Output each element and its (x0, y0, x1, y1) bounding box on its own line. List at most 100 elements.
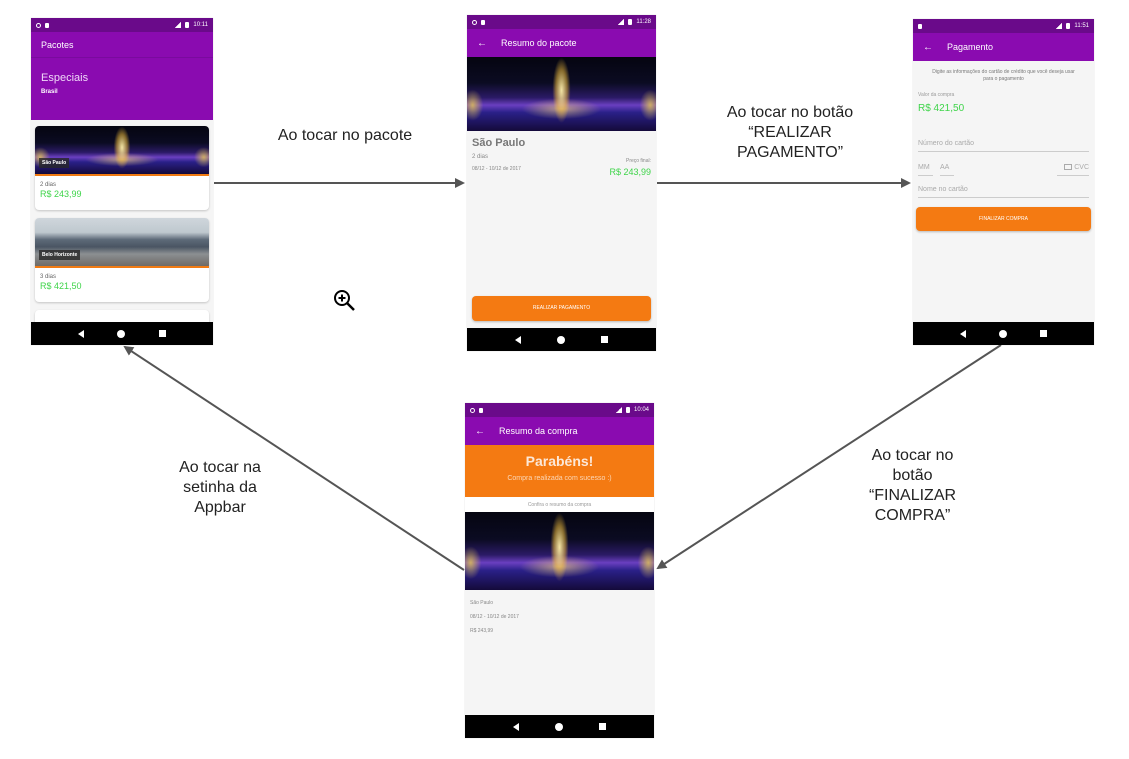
purchase-summary: São Paulo 08/12 - 10/12 de 2017 R$ 243,9… (465, 590, 654, 644)
package-price: R$ 243,99 (40, 189, 82, 199)
label-line: botão (892, 467, 933, 484)
package-price: R$ 243,99 (609, 167, 651, 177)
label-line: “REALIZAR (748, 124, 832, 141)
success-banner: Parabéns! Compra realizada com sucesso :… (465, 445, 654, 497)
label-to-resumo-compra: Ao tocar no botão “FINALIZAR COMPRA” (855, 446, 970, 526)
battery-icon (185, 22, 190, 28)
screen-pacotes: 10:11 Pacotes Especiais Brasil São Paulo… (31, 18, 213, 345)
city-mountains-image: Belo Horizonte (35, 218, 209, 268)
year-input[interactable]: AA (940, 164, 954, 176)
sd-card-status-icon (479, 407, 483, 413)
nav-back-icon[interactable] (77, 329, 84, 338)
screen-resumo-compra: 10:04 ← Resumo da compra Parabéns! Compr… (465, 403, 654, 738)
appbar-title: Resumo da compra (499, 426, 578, 436)
sd-card-status-icon (45, 22, 49, 28)
battery-icon (628, 19, 633, 25)
status-bar: 11:28 (467, 15, 656, 29)
banner-subtitle: Compra realizada com sucesso :) (507, 475, 612, 482)
status-time: 10:04 (633, 407, 649, 413)
signal-icon (175, 22, 182, 28)
nav-home-icon[interactable] (998, 329, 1007, 338)
appbar-title: Resumo do pacote (501, 38, 577, 48)
label-line: setinha da (183, 479, 257, 496)
package-card[interactable]: São Paulo 2 dias R$ 243,99 (35, 126, 209, 210)
status-bar: 10:04 (465, 403, 654, 417)
signal-icon (1056, 23, 1063, 29)
back-arrow-icon[interactable]: ← (477, 37, 487, 49)
finalizar-compra-button[interactable]: FINALIZAR COMPRA (916, 207, 1091, 231)
android-nav-bar (31, 322, 213, 345)
summary-price: R$ 243,99 (470, 628, 494, 634)
month-input[interactable]: MM (918, 164, 933, 176)
label-line: Ao tocar no botão (726, 104, 854, 121)
price-label: Preço final: (625, 158, 651, 164)
package-summary: São Paulo 2 dias 08/12 - 10/12 de 2017 P… (467, 131, 656, 178)
label-line: Appbar (194, 499, 246, 516)
android-nav-bar (467, 328, 656, 351)
screen-pagamento: 11:51 ← Pagamento Digite as informações … (913, 19, 1094, 345)
label-line: “FINALIZAR (868, 487, 957, 504)
package-card[interactable]: Belo Horizonte 3 dias R$ 421,50 (35, 218, 209, 302)
label-back-to-pacotes: Ao tocar na setinha da Appbar (160, 458, 280, 518)
amount-label: Valor da compra (918, 92, 955, 98)
appbar: ← Resumo do pacote (467, 29, 656, 57)
especiais-header: Especiais Brasil (31, 58, 213, 120)
package-days: 3 dias (40, 274, 57, 280)
nav-back-icon[interactable] (515, 335, 521, 344)
summary-city: São Paulo (470, 600, 494, 606)
appbar-title: Pacotes (41, 39, 74, 50)
city-tag: Belo Horizonte (39, 250, 81, 260)
nav-home-icon[interactable] (117, 329, 126, 338)
sd-card-status-icon (918, 23, 922, 29)
appbar: ← Pagamento (913, 33, 1094, 61)
label-line: COMPRA” (874, 507, 951, 524)
purchase-amount: R$ 421,50 (918, 103, 965, 114)
arrow-pagamento-to-compra (656, 344, 1002, 570)
city-tag: São Paulo (39, 158, 70, 168)
back-arrow-icon[interactable]: ← (923, 41, 933, 53)
signal-icon (618, 19, 625, 25)
appbar: ← Resumo da compra (465, 417, 654, 445)
card-number-input[interactable]: Número do cartão (918, 140, 1089, 152)
settings-status-icon (472, 19, 477, 25)
card-name-input[interactable]: Nome no cartão (918, 186, 1089, 198)
payment-instructions: Digite as informações do cartão de crédi… (932, 69, 1075, 82)
nav-home-icon[interactable] (555, 722, 563, 731)
android-nav-bar (913, 322, 1094, 345)
nav-recents-icon[interactable] (159, 330, 167, 337)
credit-card-icon (1064, 164, 1073, 171)
nav-back-icon[interactable] (959, 329, 966, 338)
zoom-in-cursor-icon (334, 290, 355, 311)
nav-recents-icon[interactable] (1040, 330, 1048, 337)
sd-card-status-icon (481, 19, 485, 25)
status-bar: 11:51 (913, 19, 1094, 33)
appbar: Pacotes (31, 32, 213, 58)
summary-hint: Confira o resumo da compra (465, 497, 654, 512)
signal-icon (615, 407, 622, 413)
screen-resumo-pacote: 11:28 ← Resumo do pacote São Paulo 2 dia… (467, 15, 656, 351)
cvc-placeholder: CVC (1074, 164, 1089, 171)
package-dates: 08/12 - 10/12 de 2017 (472, 166, 521, 172)
night-fountain-image: São Paulo (35, 126, 209, 176)
arrow-compra-to-pacotes (123, 345, 465, 571)
nav-recents-icon[interactable] (599, 723, 606, 730)
label-line: PAGAMENTO” (736, 144, 844, 161)
nav-back-icon[interactable] (513, 722, 519, 731)
back-arrow-icon[interactable]: ← (475, 425, 485, 437)
nav-home-icon[interactable] (557, 335, 565, 344)
label-to-pagamento: Ao tocar no botão “REALIZAR PAGAMENTO” (700, 103, 880, 163)
settings-status-icon (36, 22, 41, 28)
nav-recents-icon[interactable] (601, 336, 608, 343)
settings-status-icon (470, 407, 475, 413)
battery-icon (1066, 23, 1071, 29)
label-to-resumo-pacote: Ao tocar no pacote (255, 126, 435, 146)
cvc-input[interactable]: CVC (1057, 164, 1089, 176)
status-bar: 10:11 (31, 18, 213, 32)
label-line: Ao tocar na (179, 459, 261, 476)
realizar-pagamento-button[interactable]: REALIZAR PAGAMENTO (472, 296, 651, 321)
package-days: 2 dias (472, 154, 489, 160)
appbar-title: Pagamento (947, 42, 994, 52)
header-subtitle: Brasil (41, 89, 58, 95)
header-title: Especiais (41, 72, 89, 84)
